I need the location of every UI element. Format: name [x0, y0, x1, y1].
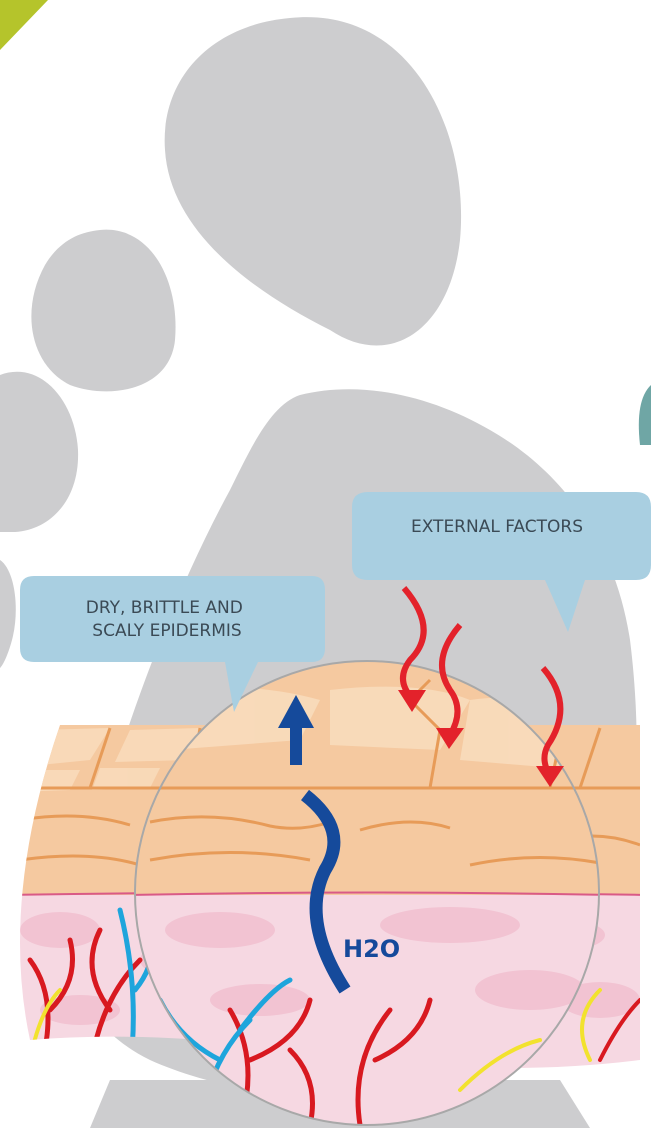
- epidermis-label-line1: DRY, BRITTLE AND: [86, 598, 243, 618]
- water-label: H2O: [343, 935, 400, 963]
- teal-edge-accent: [639, 385, 651, 445]
- green-corner-accent: [0, 0, 48, 50]
- epidermis-label-line2: SCALY EPIDERMIS: [92, 621, 241, 641]
- external-factors-label: EXTERNAL FACTORS: [411, 517, 583, 537]
